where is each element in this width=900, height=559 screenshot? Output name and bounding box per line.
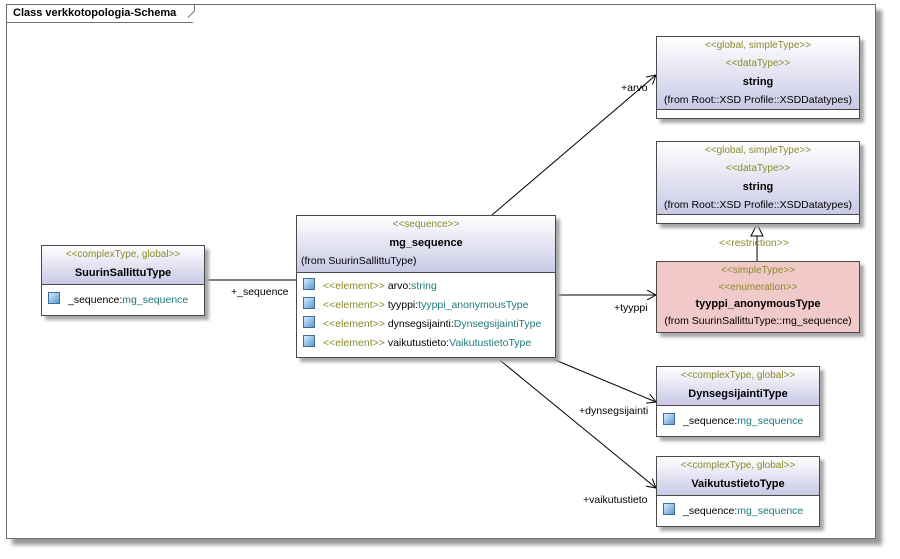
stereotype-label: <<dataType>> [725,58,791,69]
edge-restriction-label: <<restriction>> [719,237,790,249]
attribute-stereotype: <<element>> [323,280,388,292]
class-suurinsallittutype[interactable]: <<complexType, global>> SuurinSallittuTy… [41,245,205,316]
class-header: <<global, simpleType>> <<dataType>> stri… [657,142,859,215]
class-dynsegsijaintitype[interactable]: <<complexType, global>> DynsegsijaintiTy… [656,366,820,437]
stereotype-label: <<complexType, global>> [680,460,796,471]
edge-arvo-line[interactable] [491,75,656,216]
attribute-type: mg_sequence [737,505,804,517]
attribute-list: _sequence:mg_sequence [657,406,819,433]
from-label: (from SuurinSallittuType) [301,255,417,267]
attribute-type: mg_sequence [737,415,804,427]
attribute-row[interactable]: _sequence:mg_sequence [657,412,819,431]
attribute-stereotype: <<element>> [323,299,388,311]
class-name: tyyppi_anonymousType [695,298,821,310]
attribute-list: _sequence:mg_sequence [42,285,204,312]
attribute-name: vaikutustieto: [387,337,450,349]
class-tyyppi-anonymoustype[interactable]: <<simpleType>> <<enumeration>> tyyppi_an… [656,261,860,333]
from-label: (from Root::XSD Profile::XSDDatatypes) [664,94,852,106]
stereotype-label: <<enumeration>> [718,282,798,293]
attribute-name: _sequence: [683,505,738,517]
attribute-stereotype: <<element>> [323,318,388,330]
attribute-icon [303,335,315,347]
attribute-name: _sequence: [683,415,738,427]
from-label: (from SuurinSallittuType::mg_sequence) [664,315,852,327]
edge-dynseg-label: +dynsegsijainti [579,405,649,417]
edge-vaikutus-line[interactable] [495,356,656,488]
attribute-row[interactable]: _sequence:mg_sequence [42,291,204,310]
attribute-icon [48,292,60,304]
stereotype-label: <<sequence>> [392,219,460,230]
attribute-name: arvo: [387,280,412,292]
frame-title: Class verkkotopologia-Schema [7,5,196,23]
attribute-type: tyyppi_anonymousType [418,299,529,311]
attribute-stereotype: <<element>> [323,337,388,349]
edge-sequence-label: +_sequence [231,286,289,298]
stereotype-label: <<global, simpleType>> [704,145,812,156]
class-header: <<global, simpleType>> <<dataType>> stri… [657,37,859,110]
class-vaikutustietotype[interactable]: <<complexType, global>> VaikutustietoTyp… [656,456,820,527]
attribute-name: tyyppi: [387,299,419,311]
attribute-row[interactable]: <<element>> vaikutustieto:VaikutustietoT… [297,334,555,353]
stereotype-label: <<global, simpleType>> [704,40,812,51]
class-header: <<sequence>> mg_sequence (from SuurinSal… [297,216,555,273]
edge-tyyppi-label: +tyyppi [614,302,648,314]
stereotype-label: <<complexType, global>> [680,370,796,381]
attribute-icon [663,503,675,515]
attribute-row[interactable]: <<element>> arvo:string [297,277,555,296]
attribute-type: mg_sequence [122,294,189,306]
attribute-icon [663,413,675,425]
class-name: SuurinSallittuType [74,267,172,279]
attribute-type: string [411,280,437,292]
attribute-name: _sequence: [68,294,123,306]
attribute-list: _sequence:mg_sequence [657,496,819,523]
attribute-list: <<element>> arvo:string <<element>> tyyp… [297,273,555,355]
class-header: <<simpleType>> <<enumeration>> tyyppi_an… [657,262,859,332]
class-string-top[interactable]: <<global, simpleType>> <<dataType>> stri… [656,36,860,119]
stereotype-label: <<simpleType>> [721,265,795,276]
attribute-row[interactable]: <<element>> dynsegsijainti:Dynsegsijaint… [297,315,555,334]
class-name: VaikutustietoType [691,478,785,490]
class-name: string [742,181,774,193]
class-name: DynsegsijaintiType [688,388,788,400]
attribute-type: DynsegsijaintiType [453,318,542,330]
attribute-type: VaikutustietoType [449,337,532,349]
edge-dynseg-line[interactable] [547,356,656,402]
from-label: (from Root::XSD Profile::XSDDatatypes) [664,199,852,211]
class-header: <<complexType, global>> VaikutustietoTyp… [657,457,819,496]
attribute-row[interactable]: <<element>> tyyppi:tyyppi_anonymousType [297,296,555,315]
edge-vaikutus-label: +vaikutustieto [583,494,648,506]
attribute-icon [303,297,315,309]
class-name: mg_sequence [389,237,463,249]
attribute-icon [303,278,315,290]
class-name: string [742,76,774,88]
stereotype-label: <<complexType, global>> [65,249,181,260]
class-mg-sequence[interactable]: <<sequence>> mg_sequence (from SuurinSal… [296,215,556,358]
attribute-name: dynsegsijainti: [387,318,454,330]
class-header: <<complexType, global>> DynsegsijaintiTy… [657,367,819,406]
stereotype-label: <<dataType>> [725,163,791,174]
attribute-row[interactable]: _sequence:mg_sequence [657,502,819,521]
class-header: <<complexType, global>> SuurinSallittuTy… [42,246,204,285]
attribute-icon [303,316,315,328]
class-string-bottom[interactable]: <<global, simpleType>> <<dataType>> stri… [656,141,860,224]
edge-arvo-label: +arvo [621,82,648,94]
generalization-arrowhead [750,222,764,237]
